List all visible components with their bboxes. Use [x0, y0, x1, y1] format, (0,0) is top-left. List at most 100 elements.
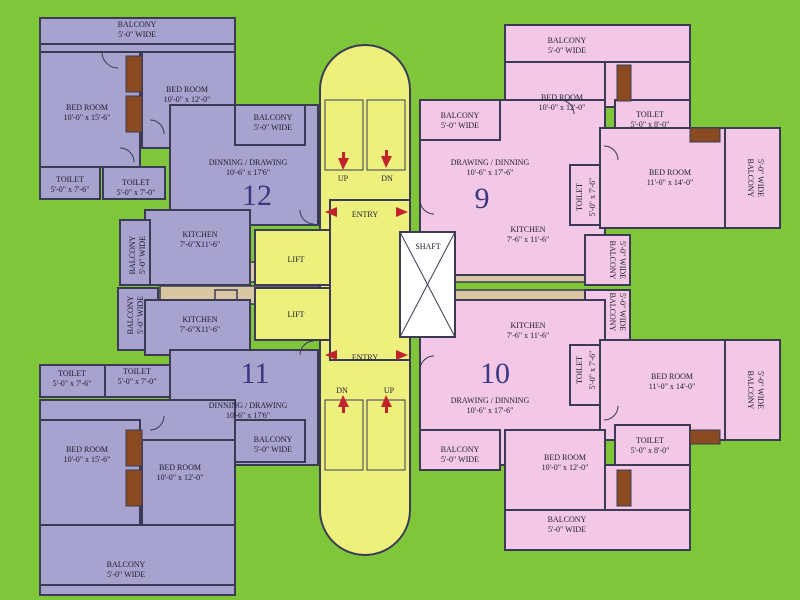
room-name: TOILET — [575, 356, 584, 384]
room-name: BALCONY — [608, 241, 617, 280]
room-size: 7'-6" x 11'-6" — [507, 235, 549, 244]
room-name: TOILET — [636, 110, 664, 119]
room-size: 5'-0" WIDE — [441, 121, 479, 130]
labels: 12 9 11 10 ENTRY ENTRY UP DN DN UP LIFT … — [51, 20, 765, 579]
room-name: BALCONY — [128, 235, 137, 274]
stair-down-label: DN — [336, 386, 348, 395]
unit-number: 10 — [480, 357, 510, 390]
room-name: BALCONY — [441, 111, 480, 120]
room-size: 10'-6" x 17'6" — [226, 411, 270, 420]
room-size: 5'-0" x 8'-0" — [631, 120, 670, 129]
unit-11 — [39, 287, 319, 596]
room-size: 10'-0" x 12'-0" — [539, 103, 586, 112]
room-size: 5'-0" x 7'-6" — [588, 351, 597, 390]
room-name: DRAWING / DINNING — [451, 158, 530, 167]
room-size: 5'-0" WIDE — [618, 241, 627, 279]
room-name: BALCONY — [254, 435, 293, 444]
room-name: BALCONY — [548, 515, 587, 524]
room-size: 5'-0" WIDE — [138, 236, 147, 274]
room-name: BALCONY — [107, 560, 146, 569]
room-size: 5'-0" WIDE — [441, 455, 479, 464]
room-name: BED ROOM — [66, 103, 108, 112]
stair-down-label: DN — [381, 174, 393, 183]
entry-label: ENTRY — [352, 353, 378, 362]
unit-number: 12 — [242, 179, 272, 212]
room-name: DRAWING / DINNING — [451, 396, 530, 405]
room-name: BALCONY — [254, 113, 293, 122]
room-name: BALCONY — [746, 159, 755, 198]
room-size: 5'-0" WIDE — [548, 46, 586, 55]
room-name: BED ROOM — [651, 372, 693, 381]
right-arrow-icon — [396, 207, 408, 217]
room-size: 5'-0" x 7'-0" — [118, 377, 157, 386]
room-size: 5'-0" x 7'-0" — [117, 188, 156, 197]
lift-2 — [254, 287, 331, 341]
left-arrow-icon — [325, 350, 337, 360]
room-name: DINNING / DRAWING — [209, 158, 288, 167]
room-name: DINNING / DRAWING — [209, 401, 288, 410]
room-name: TOILET — [636, 436, 664, 445]
stair-up-label: UP — [384, 386, 395, 395]
room-size: 10'-6" x 17'-6" — [467, 406, 514, 415]
room-name: BED ROOM — [544, 453, 586, 462]
room-size: 10'-0" x 12'-0" — [164, 95, 211, 104]
room-name: BALCONY — [548, 36, 587, 45]
room-name: TOILET — [58, 369, 86, 378]
room-size: 5'-0" WIDE — [118, 30, 156, 39]
room-size: 7'-6"X11'-6" — [180, 240, 220, 249]
room-name: BALCONY — [608, 293, 617, 332]
room-size: 10'-0" x 12'-0" — [157, 473, 204, 482]
room-size: 5'-0" WIDE — [254, 445, 292, 454]
room-name: KITCHEN — [182, 230, 217, 239]
room-size: 5'-0" x 8'-0" — [631, 446, 670, 455]
room-size: 5'-0" WIDE — [254, 123, 292, 132]
stair-top — [324, 99, 406, 171]
unit-9 — [419, 24, 781, 286]
room-size: 5'-0" WIDE — [756, 159, 765, 197]
room-name: BED ROOM — [166, 85, 208, 94]
room-name: KITCHEN — [182, 315, 217, 324]
room-size: 5'-0" WIDE — [136, 296, 145, 334]
room-name: BED ROOM — [649, 168, 691, 177]
entry-label: ENTRY — [352, 210, 378, 219]
left-arrow-icon — [325, 207, 337, 217]
room-name: KITCHEN — [510, 321, 545, 330]
room-name: BALCONY — [746, 371, 755, 410]
room-size: 10'-0" x 15'-6" — [64, 455, 111, 464]
unit-12 — [39, 17, 319, 286]
down-arrow-icon — [381, 150, 392, 168]
lift-1 — [254, 229, 331, 286]
room-name: KITCHEN — [510, 225, 545, 234]
stair-up-label: UP — [338, 174, 349, 183]
up-arrow-icon — [338, 152, 349, 170]
right-arrow-icon — [396, 350, 408, 360]
room-size: 5'-0" x 7'-6" — [53, 379, 92, 388]
core — [254, 44, 456, 556]
room-name: BALCONY — [126, 295, 135, 334]
down-arrow-icon — [338, 395, 349, 413]
room-size: 5'-0" WIDE — [107, 570, 145, 579]
room-size: 10'-6" x 17'6" — [226, 168, 270, 177]
room-name: BED ROOM — [66, 445, 108, 454]
room-name: TOILET — [56, 175, 84, 184]
room-size: 5'-0" WIDE — [548, 525, 586, 534]
room-size: 5'-0" WIDE — [756, 371, 765, 409]
unit-number: 9 — [475, 182, 490, 215]
room-name: BALCONY — [118, 20, 157, 29]
room-size: 5'-0" x 7'-6" — [588, 178, 597, 217]
room-size: 11'-0" x 14'-0" — [649, 382, 695, 391]
room-name: TOILET — [575, 183, 584, 211]
lift-label: LIFT — [288, 255, 305, 264]
up-arrow-icon — [381, 395, 392, 413]
room-name: BED ROOM — [541, 93, 583, 102]
room-size: 10'-0" x 12'-0" — [542, 463, 589, 472]
room-name: TOILET — [123, 367, 151, 376]
room-size: 7'-6"X11'-6" — [180, 325, 220, 334]
room-size: 10'-0" x 15'-6" — [64, 113, 111, 122]
room-size: 7'-6" x 11'-6" — [507, 331, 549, 340]
unit-10 — [419, 289, 781, 551]
room-size: 5'-0" x 7'-6" — [51, 185, 90, 194]
room-size: 10'-6" x 17'-6" — [467, 168, 514, 177]
room-name: BED ROOM — [159, 463, 201, 472]
